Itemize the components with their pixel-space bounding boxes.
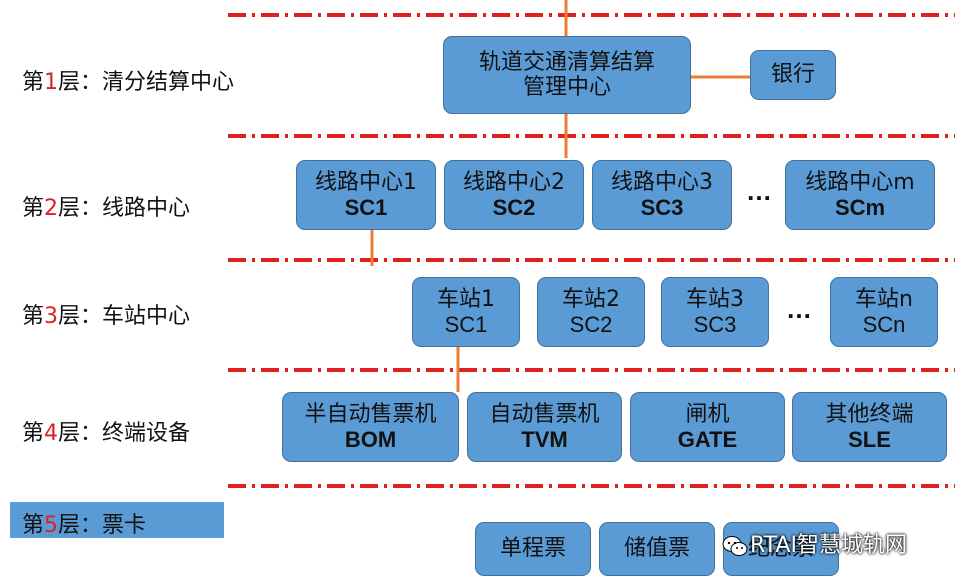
station-box-1: 车站1 SC1 [412, 277, 520, 347]
ticket-name: 纪念票 [747, 536, 814, 562]
watermark-text: RTAI智慧城轨网 [750, 533, 907, 558]
terminal-code: BOM [344, 427, 397, 452]
line-center-code: SC3 [640, 195, 684, 220]
terminal-box-tvm: 自动售票机 TVM [467, 392, 622, 462]
wechat-icon [722, 536, 748, 556]
line-center-code: SC1 [344, 195, 388, 220]
terminal-name: 自动售票机 [489, 401, 600, 427]
terminal-code: GATE [677, 427, 738, 452]
layer-label-4: 第4层：终端设备 [22, 421, 191, 446]
layer-label-3: 第3层：车站中心 [22, 304, 191, 329]
ticket-box-stored-value: 储值票 [599, 522, 715, 576]
station-name: 车站2 [562, 286, 620, 312]
watermark: RTAI智慧城轨网 [722, 527, 907, 559]
station-box-2: 车站2 SC2 [537, 277, 645, 347]
station-code: SC3 [693, 312, 737, 337]
bank-label: 银行 [770, 62, 815, 88]
station-name: 车站1 [437, 286, 495, 312]
clearing-center-line2: 管理中心 [522, 75, 611, 100]
terminal-box-sle: 其他终端 SLE [792, 392, 947, 462]
terminal-code: SLE [848, 427, 891, 452]
line-center-name: 线路中心m [805, 169, 915, 195]
terminal-name: 半自动售票机 [304, 401, 437, 427]
station-box-3: 车站3 SC3 [661, 277, 769, 347]
layer5-highlight [10, 502, 224, 538]
line-center-box-2: 线路中心2 SC2 [444, 160, 584, 230]
terminal-box-bom: 半自动售票机 BOM [282, 392, 459, 462]
station-code: SC1 [444, 312, 488, 337]
terminal-name: 闸机 [685, 401, 730, 427]
line-center-name: 线路中心1 [315, 169, 417, 195]
line-center-name: 线路中心3 [611, 169, 713, 195]
line-center-name: 线路中心2 [463, 169, 565, 195]
station-code: SCn [862, 312, 906, 337]
terminal-code: TVM [521, 427, 568, 452]
station-name: 车站3 [686, 286, 744, 312]
station-name: 车站n [855, 286, 913, 312]
bank-box: 银行 [750, 50, 836, 100]
line-center-box-3: 线路中心3 SC3 [592, 160, 732, 230]
terminal-box-gate: 闸机 GATE [630, 392, 785, 462]
layer-label-2: 第2层：线路中心 [22, 196, 191, 221]
layer-label-5: 第5层：票卡 [22, 513, 147, 538]
clearing-center-line1: 轨道交通清算结算 [478, 49, 655, 75]
line-center-code: SC2 [492, 195, 536, 220]
clearing-center-box: 轨道交通清算结算 管理中心 [443, 36, 691, 114]
station-ellipsis: … [786, 294, 812, 324]
ticket-name: 储值票 [623, 536, 690, 562]
ticket-name: 单程票 [499, 536, 566, 562]
station-code: SC2 [569, 312, 613, 337]
line-center-box-m: 线路中心m SCm [785, 160, 935, 230]
line-center-code: SCm [834, 195, 886, 220]
terminal-name: 其他终端 [825, 401, 914, 427]
line-center-ellipsis: … [746, 176, 772, 206]
ticket-box-single: 单程票 [475, 522, 591, 576]
layer-label-1: 第1层：清分结算中心 [22, 70, 235, 95]
line-center-box-1: 线路中心1 SC1 [296, 160, 436, 230]
station-box-n: 车站n SCn [830, 277, 938, 347]
